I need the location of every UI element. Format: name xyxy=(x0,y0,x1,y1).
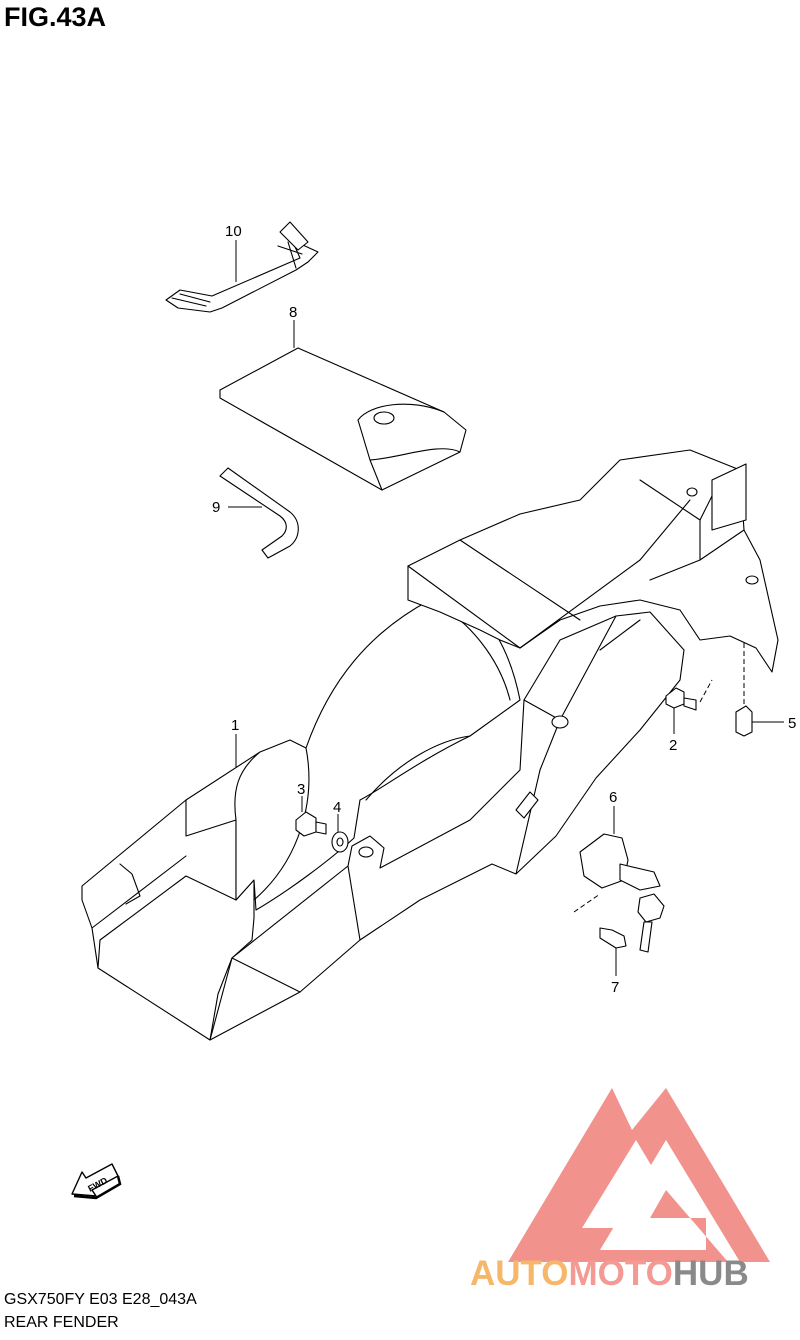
part-4-washer xyxy=(331,814,349,853)
part-6-seat-lock xyxy=(573,806,665,953)
part-1-rear-fender xyxy=(81,449,779,1041)
part-5-bolt xyxy=(735,640,784,737)
figure-caption: REAR FENDER xyxy=(4,1314,119,1331)
figure-footer: GSX750FY E03 E28_043A REAR FENDER xyxy=(4,1288,197,1334)
callout-7: 7 xyxy=(611,979,619,996)
part-3-bolt xyxy=(295,796,327,837)
part-10-strap xyxy=(165,221,319,313)
callout-1: 1 xyxy=(231,717,239,734)
callout-2: 2 xyxy=(669,737,677,754)
fwd-arrow-icon: FWD xyxy=(71,1163,122,1200)
callout-9: 9 xyxy=(212,499,220,516)
model-code: GSX750FY E03 E28_043A xyxy=(4,1291,197,1308)
callout-6: 6 xyxy=(609,789,617,806)
part-2-bolt xyxy=(665,679,713,734)
callout-3: 3 xyxy=(297,781,305,798)
callout-10: 10 xyxy=(225,223,242,240)
watermark-wordmark: AUTOMOTOHUB xyxy=(470,1254,749,1294)
part-7-screw xyxy=(599,927,627,976)
watermark-logo-icon xyxy=(508,1088,770,1262)
part-9-tool xyxy=(219,467,299,559)
figure-title: FIG.43A xyxy=(4,2,107,32)
callout-8: 8 xyxy=(289,304,297,321)
watermark-part-moto: MOTO xyxy=(568,1254,673,1293)
watermark-part-hub: HUB xyxy=(672,1254,749,1293)
callout-5: 5 xyxy=(788,715,796,732)
part-8-sheet xyxy=(219,320,467,491)
callout-4: 4 xyxy=(333,799,341,816)
watermark-part-auto: AUTO xyxy=(470,1254,569,1293)
